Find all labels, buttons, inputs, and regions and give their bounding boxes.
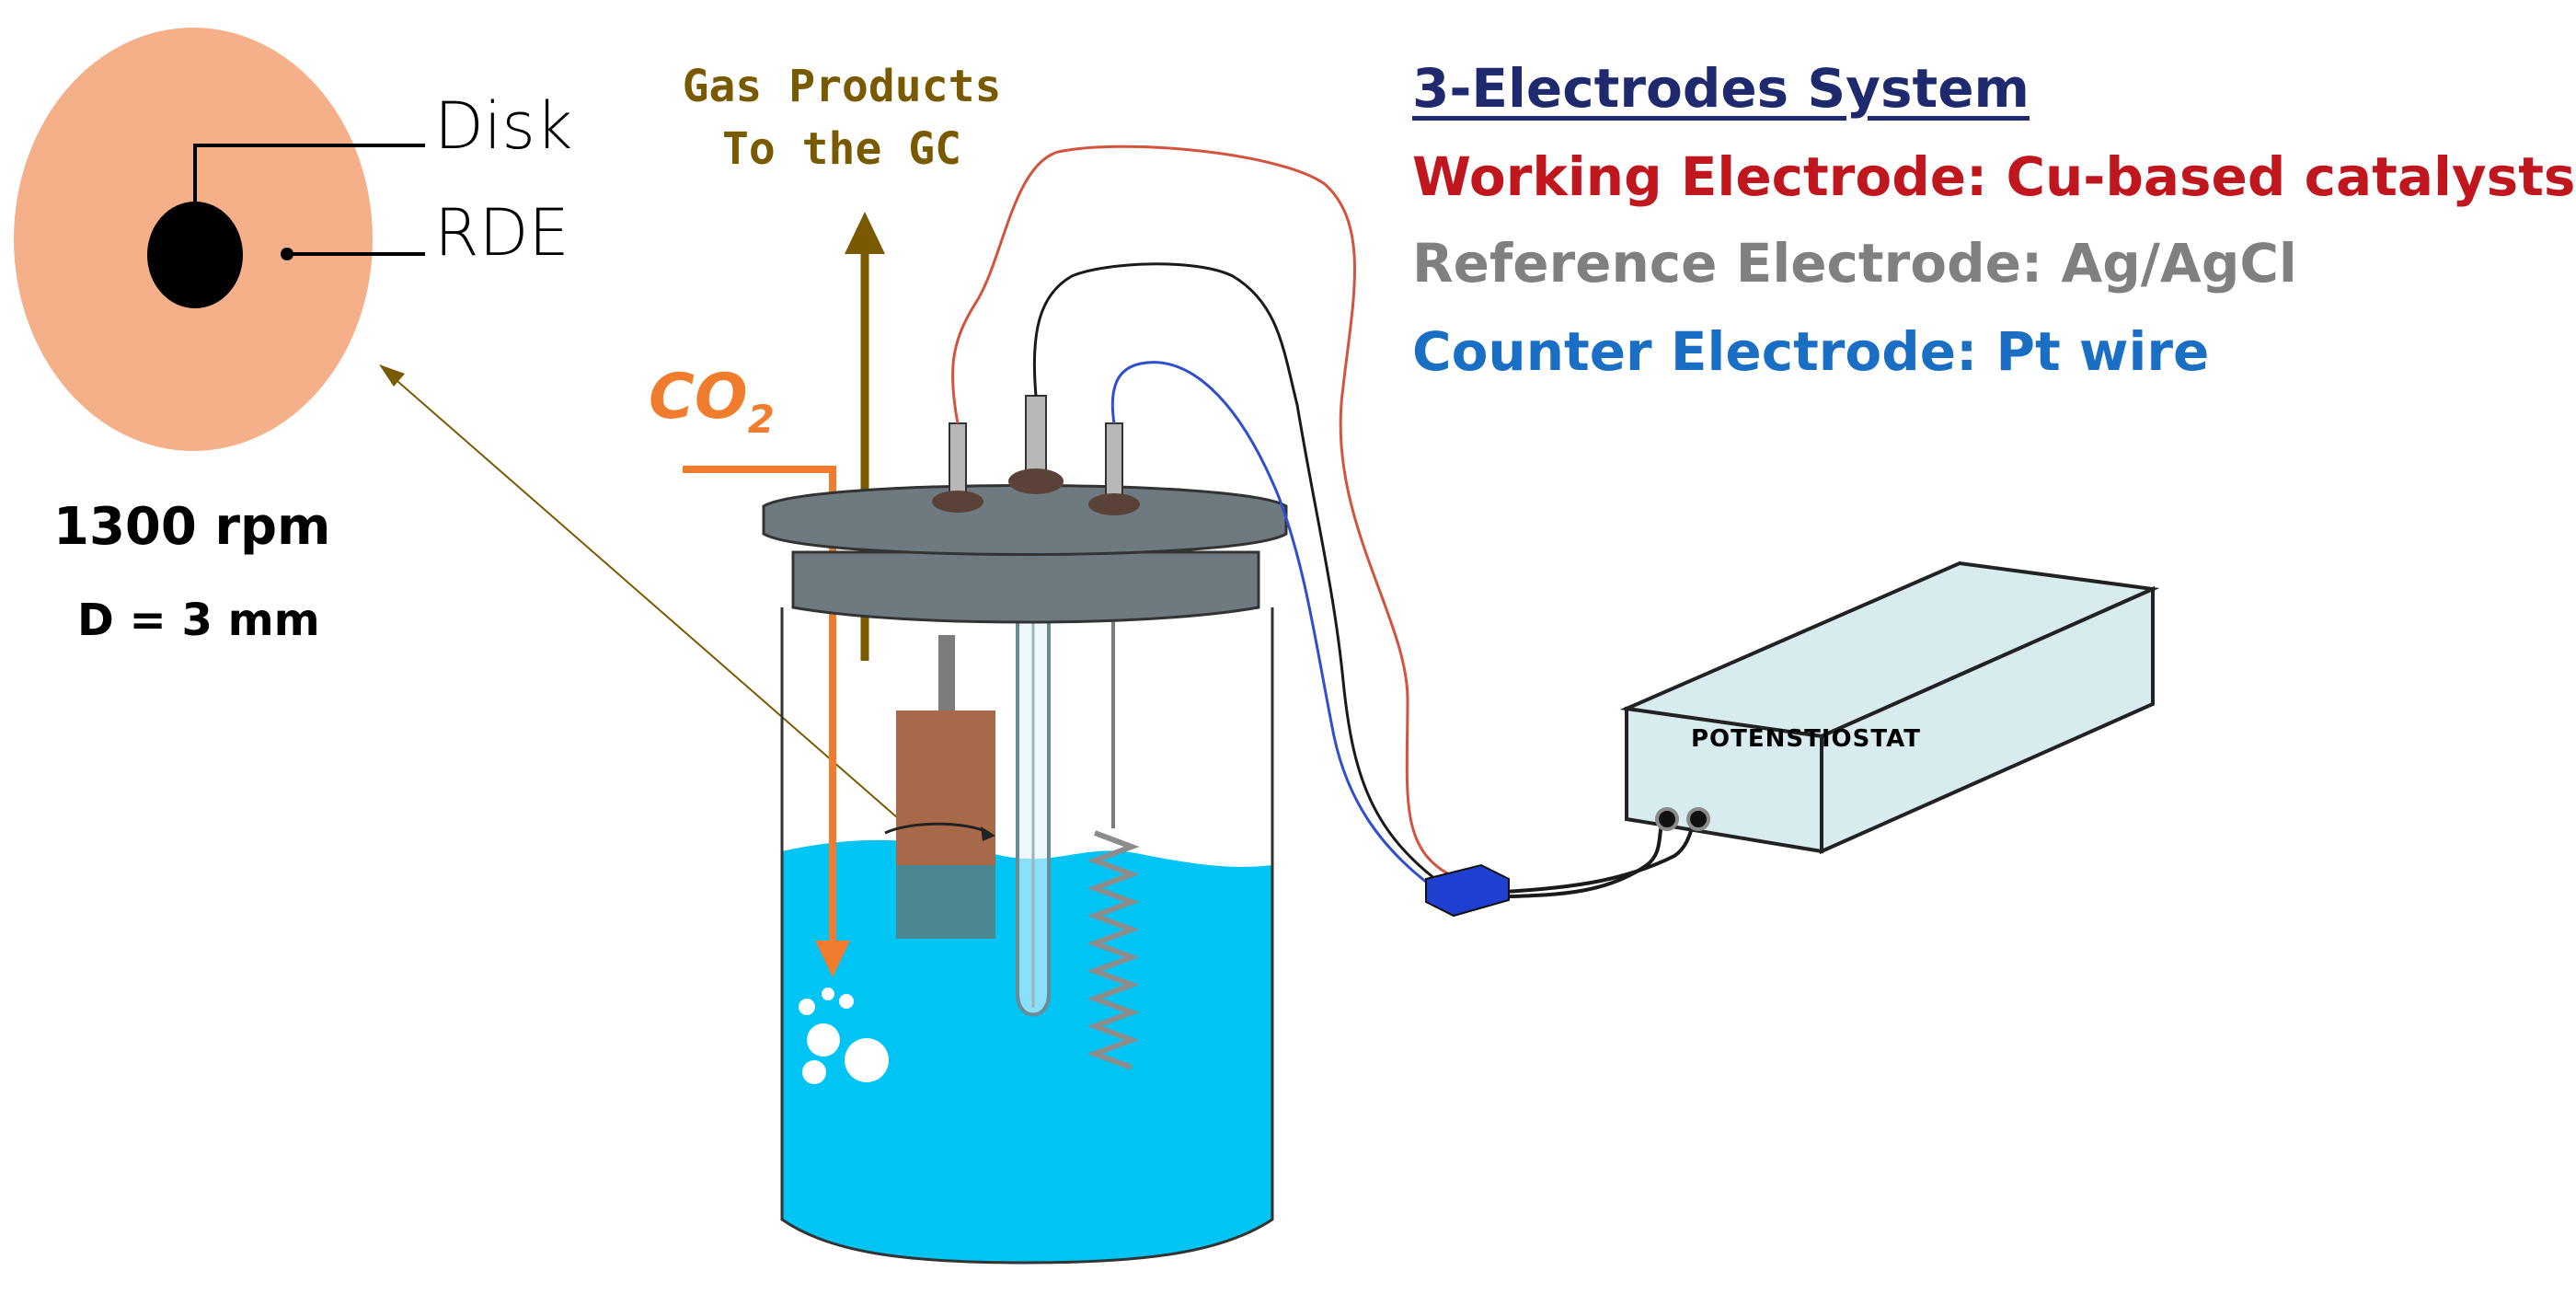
bubble — [839, 994, 854, 1009]
gas-products-label: Gas Products To the GC — [630, 55, 1053, 180]
bubble — [807, 1023, 840, 1057]
bubble — [822, 988, 834, 1000]
legend-working-electrode: Working Electrode: Cu-based catalysts — [1412, 145, 2576, 208]
co2-inlet-tube — [683, 466, 836, 957]
potentiostat-socket — [1655, 807, 1679, 831]
rde-immersed-part — [896, 865, 995, 939]
rde-leader-dot — [281, 248, 293, 260]
reference-electrode-wire — [1032, 262, 1436, 881]
disk-electrode — [147, 202, 243, 308]
diameter-label: D = 3 mm — [77, 595, 320, 646]
electrolyte — [782, 839, 1272, 1263]
co2-main: CO — [649, 361, 748, 433]
legend-title: 3-Electrodes System — [1412, 57, 2030, 120]
working-electrode-cap — [932, 491, 983, 513]
counter-electrode-wire-lead — [1110, 361, 1432, 887]
glass-cell — [780, 607, 1274, 1265]
bubble — [802, 1060, 826, 1084]
gas-products-line1: Gas Products — [682, 61, 1002, 112]
rotation-arrowhead-icon — [981, 826, 995, 841]
counter-electrode-cap — [1088, 493, 1140, 515]
bubble — [799, 999, 815, 1015]
legend-reference-electrode: Reference Electrode: Ag/AgCl — [1412, 232, 2297, 295]
potentiostat-socket — [1686, 807, 1710, 831]
working-electrode-wire — [950, 144, 1450, 876]
potentiostat-label: POTENSTIOSTAT — [1691, 725, 1921, 753]
rde-shaft — [938, 635, 955, 713]
reference-electrode-cap — [1008, 468, 1064, 494]
magnify-arrowhead-icon — [379, 364, 405, 387]
lid-top — [762, 484, 1288, 556]
lid-collar — [791, 550, 1260, 624]
co2-arrowhead-icon — [815, 941, 850, 977]
potentiostat-cable-2 — [1489, 818, 1696, 895]
legend-counter-electrode: Counter Electrode: Pt wire — [1412, 320, 2210, 383]
counter-electrode-coil — [1087, 830, 1140, 1070]
rde-label: RDE — [434, 195, 569, 271]
rotation-indicator — [884, 822, 990, 835]
bubble — [845, 1038, 889, 1082]
gas-products-line2: To the GC — [721, 123, 962, 175]
gas-arrowhead-icon — [845, 212, 885, 254]
disk-leader-line — [193, 144, 425, 207]
co2-subscript: 2 — [747, 397, 775, 442]
rotation-speed-label: 1300 rpm — [53, 497, 331, 557]
disk-label: Disk — [434, 88, 573, 164]
connector-box — [1425, 863, 1510, 918]
co2-label: CO2 — [649, 361, 775, 442]
